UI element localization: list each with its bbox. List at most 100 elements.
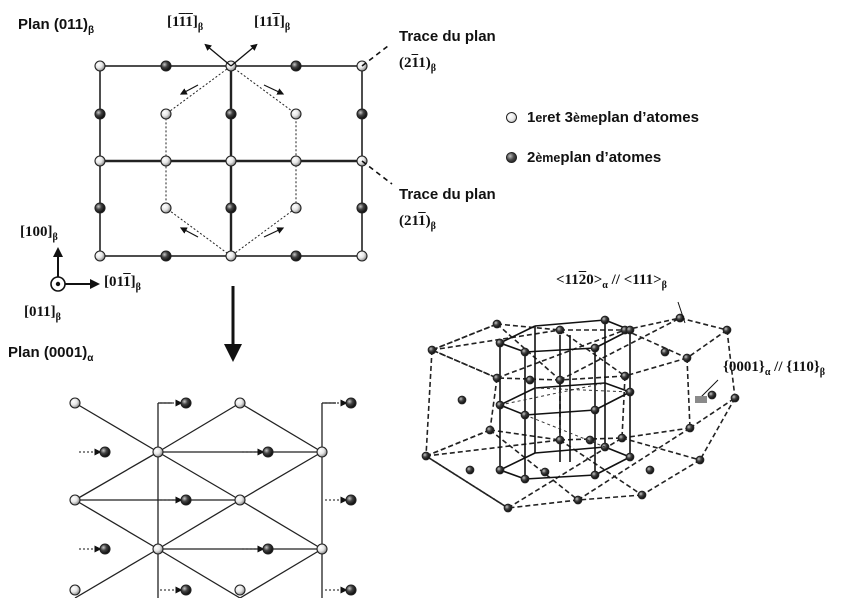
dir-label-1m1m1: [111]β bbox=[167, 14, 204, 33]
dir-label-11m1: [111]β bbox=[254, 14, 291, 33]
hex-atom bbox=[730, 393, 740, 403]
shift-arrow bbox=[263, 84, 285, 95]
beta-dark-atom bbox=[356, 108, 368, 120]
axis-label-01m1: [011]β bbox=[104, 274, 141, 293]
hex-atom bbox=[520, 347, 530, 357]
hex-atom bbox=[625, 325, 635, 335]
alpha-light-atom bbox=[69, 397, 81, 409]
alpha-dark-atom bbox=[99, 446, 111, 458]
hex-atom bbox=[495, 338, 505, 348]
transformation-arrowhead bbox=[224, 344, 242, 362]
alpha-dark-atom bbox=[180, 584, 192, 596]
beta-dark-atom bbox=[356, 202, 368, 214]
beta-light-atom bbox=[356, 250, 368, 262]
hex-atom bbox=[520, 474, 530, 484]
beta-light-atom bbox=[290, 202, 302, 214]
hex-atom bbox=[620, 371, 630, 381]
beta-light-atom bbox=[94, 60, 106, 72]
hex-atom bbox=[492, 319, 502, 329]
hex-atom bbox=[573, 495, 583, 505]
trace-2-title: Trace du plan bbox=[399, 186, 496, 203]
hex-atom bbox=[660, 347, 670, 357]
hex-atom bbox=[492, 373, 502, 383]
axis-triad bbox=[50, 247, 100, 292]
hex-atom bbox=[525, 375, 535, 385]
shift-arrow bbox=[263, 227, 285, 238]
beta-light-atom bbox=[225, 155, 237, 167]
beta-light-atom bbox=[94, 250, 106, 262]
hex-atom bbox=[682, 353, 692, 363]
alpha-light-atom bbox=[234, 397, 246, 409]
shift-arrow bbox=[179, 227, 199, 238]
hex-atom bbox=[421, 451, 431, 461]
beta-light-atom bbox=[94, 155, 106, 167]
alpha-light-atom bbox=[234, 494, 246, 506]
hex-atom bbox=[427, 345, 437, 355]
beta-dark-atom bbox=[160, 250, 172, 262]
beta-lattice-grid bbox=[94, 60, 368, 262]
orientation-direction-label: <1120>α // <111>β bbox=[556, 272, 667, 291]
trace-1-plane: (211)β bbox=[399, 55, 436, 74]
alpha-dark-atom bbox=[262, 446, 274, 458]
hex-atom bbox=[457, 395, 467, 405]
alpha-dark-atom bbox=[180, 397, 192, 409]
beta-dark-atom bbox=[225, 202, 237, 214]
hex-atom bbox=[465, 465, 475, 475]
hex-atom bbox=[495, 465, 505, 475]
beta-light-atom bbox=[290, 108, 302, 120]
beta-light-atom bbox=[160, 108, 172, 120]
beta-light-atom bbox=[160, 202, 172, 214]
plan-beta-title: Plan (011)β bbox=[18, 16, 95, 36]
alpha-dark-atom bbox=[262, 543, 274, 555]
dir-arrow-11m1 bbox=[230, 43, 258, 67]
alpha-light-atom bbox=[69, 584, 81, 596]
rel-dir-leader bbox=[677, 301, 686, 324]
hex-atom bbox=[707, 390, 717, 400]
hex-atom bbox=[722, 325, 732, 335]
trace-leader-2 bbox=[361, 160, 393, 185]
alpha-light-atom bbox=[316, 446, 328, 458]
alpha-light-atom bbox=[69, 494, 81, 506]
hex-atom bbox=[485, 425, 495, 435]
trace-2-plane: (211)β bbox=[399, 213, 436, 232]
hex-atom bbox=[645, 465, 655, 475]
rel-plane-leader bbox=[699, 379, 719, 399]
hex-atom bbox=[590, 405, 600, 415]
dir-arrow-1m1m1 bbox=[204, 43, 232, 67]
trace-1-title: Trace du plan bbox=[399, 28, 496, 45]
orientation-plane-label: {0001}α // {110}β bbox=[723, 359, 826, 378]
beta-dark-atom bbox=[94, 202, 106, 214]
plan-alpha-title: Plan (0001)α bbox=[8, 344, 94, 364]
axis-label-100: [100]β bbox=[20, 224, 58, 243]
hex-atom bbox=[540, 467, 550, 477]
orientation-relationship-3d bbox=[421, 313, 740, 513]
beta-dark-atom bbox=[94, 108, 106, 120]
hex-atom bbox=[695, 455, 705, 465]
hex-atom bbox=[600, 315, 610, 325]
trace-leader-1 bbox=[361, 45, 389, 67]
shift-arrow bbox=[179, 84, 199, 95]
beta-shift-arrows bbox=[179, 84, 285, 238]
alpha-light-atom bbox=[152, 446, 164, 458]
hex-atom bbox=[555, 375, 565, 385]
dark-atom-icon bbox=[506, 152, 517, 163]
plane-marker bbox=[695, 396, 707, 403]
beta-light-atom bbox=[290, 155, 302, 167]
beta-dark-atom bbox=[290, 60, 302, 72]
alpha-dark-atom bbox=[180, 494, 192, 506]
alpha-dark-atom bbox=[345, 397, 357, 409]
hex-atom bbox=[637, 490, 647, 500]
alpha-dark-atom bbox=[345, 584, 357, 596]
hex-atom bbox=[503, 503, 513, 513]
beta-light-atom bbox=[160, 155, 172, 167]
alpha-dark-atom bbox=[345, 494, 357, 506]
alpha-light-atom bbox=[234, 584, 246, 596]
hex-atom bbox=[555, 325, 565, 335]
hex-atom bbox=[555, 435, 565, 445]
hex-atom bbox=[590, 343, 600, 353]
axis-label-011: [011]β bbox=[24, 304, 61, 323]
hex-atom bbox=[685, 423, 695, 433]
